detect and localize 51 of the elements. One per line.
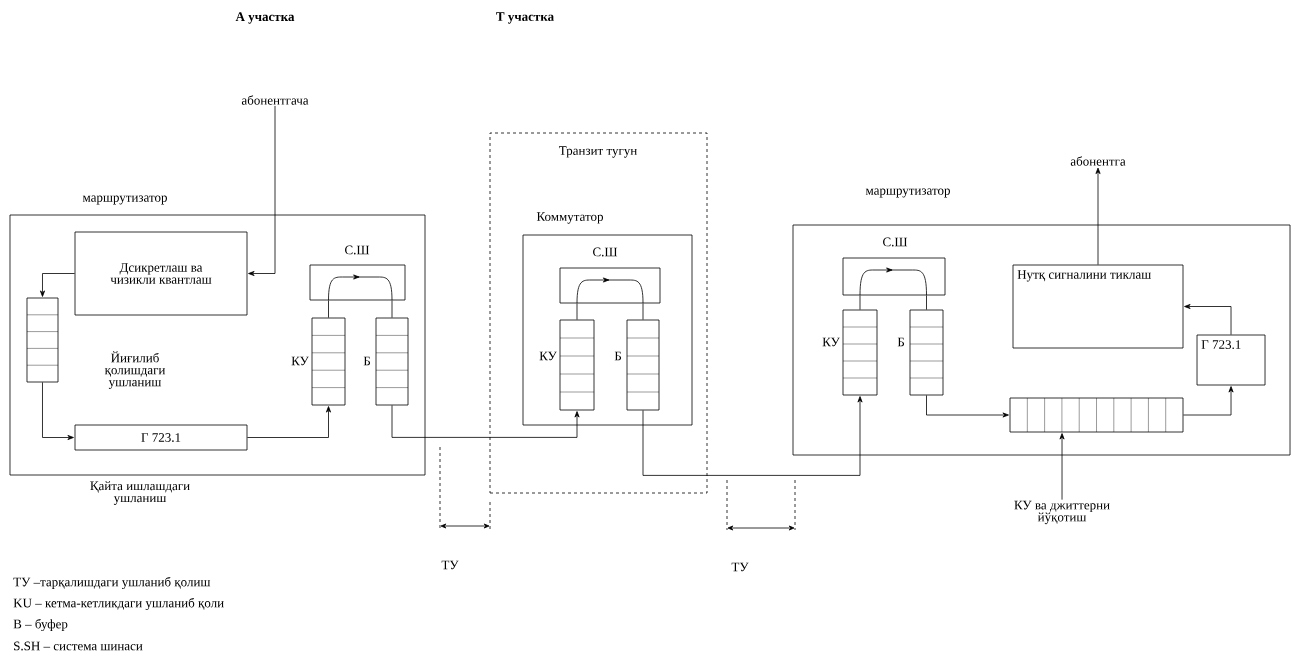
node-label: Коммутатор: [536, 212, 604, 224]
queue-label: КУ: [539, 351, 557, 361]
section-heading: А участка: [235, 12, 295, 24]
queue-bar: [842, 309, 878, 396]
arrow: [248, 105, 276, 276]
node-label: С.Ш: [883, 237, 908, 247]
bus-box: С.Ш: [842, 237, 946, 296]
node-label: маршрутизатор: [865, 188, 950, 198]
queue-bar: [26, 297, 59, 383]
queue-bar: [909, 309, 944, 396]
delay-label: Йиғилиб қолишдаги ушланиш: [104, 351, 166, 390]
arrow: [926, 395, 1009, 418]
process-box: Нутқ сигналини тиклаш: [1012, 264, 1184, 349]
section-heading: Т участка: [496, 12, 554, 24]
abbreviation-note: KU – кетма-кетликдаги ушланиб қоли: [13, 597, 224, 611]
dimension-label: ТУ: [441, 560, 459, 570]
abbreviation-note: B – буфер: [13, 618, 68, 632]
queue-bar: [626, 319, 660, 411]
arrow: [42, 382, 74, 440]
queue-label: Б: [614, 351, 622, 361]
bus-box: С.Ш: [559, 247, 661, 304]
queue-label: КУ: [291, 356, 309, 366]
queue-bar: [311, 317, 346, 406]
queue-label: КУ: [822, 337, 840, 347]
node-label: С.Ш: [345, 245, 370, 255]
node-label: абонентгача: [241, 95, 309, 105]
arrow: [1184, 304, 1232, 335]
arrow: [1059, 433, 1065, 501]
node-label: С.Ш: [593, 247, 618, 257]
arrow: [1183, 386, 1234, 416]
arrow: [1095, 167, 1101, 265]
arrow: [40, 273, 75, 297]
bus-box: С.Ш: [309, 245, 406, 301]
node-label: маршрутизатор: [82, 195, 167, 205]
abbreviation-note: S.SH – система шинаси: [14, 641, 143, 651]
arrow: [247, 406, 331, 438]
queue-label: Б: [897, 337, 905, 347]
delay-label: Қайта ишлашдаги ушланиш: [90, 481, 190, 505]
queue-bar: [375, 317, 409, 406]
jitter-buffer-bar: [1009, 397, 1184, 433]
queue-bar: [559, 319, 595, 411]
node-label: абонентга: [1070, 156, 1126, 166]
codec-box: Г 723.1: [74, 424, 248, 451]
queue-label: Б: [363, 356, 371, 366]
process-box: Дсикретлаш ва чизикли квантлаш: [74, 231, 248, 316]
arrow: [642, 396, 863, 476]
abbreviation-note: ТУ –тарқалишдаги ушланиб қолиш: [13, 576, 211, 590]
codec-box: Г 723.1: [1196, 334, 1266, 386]
dimension-label: ТУ: [731, 562, 749, 572]
arrow: [391, 405, 580, 438]
node-label: КУ ва джиттерни йўқотиш: [1014, 500, 1110, 525]
